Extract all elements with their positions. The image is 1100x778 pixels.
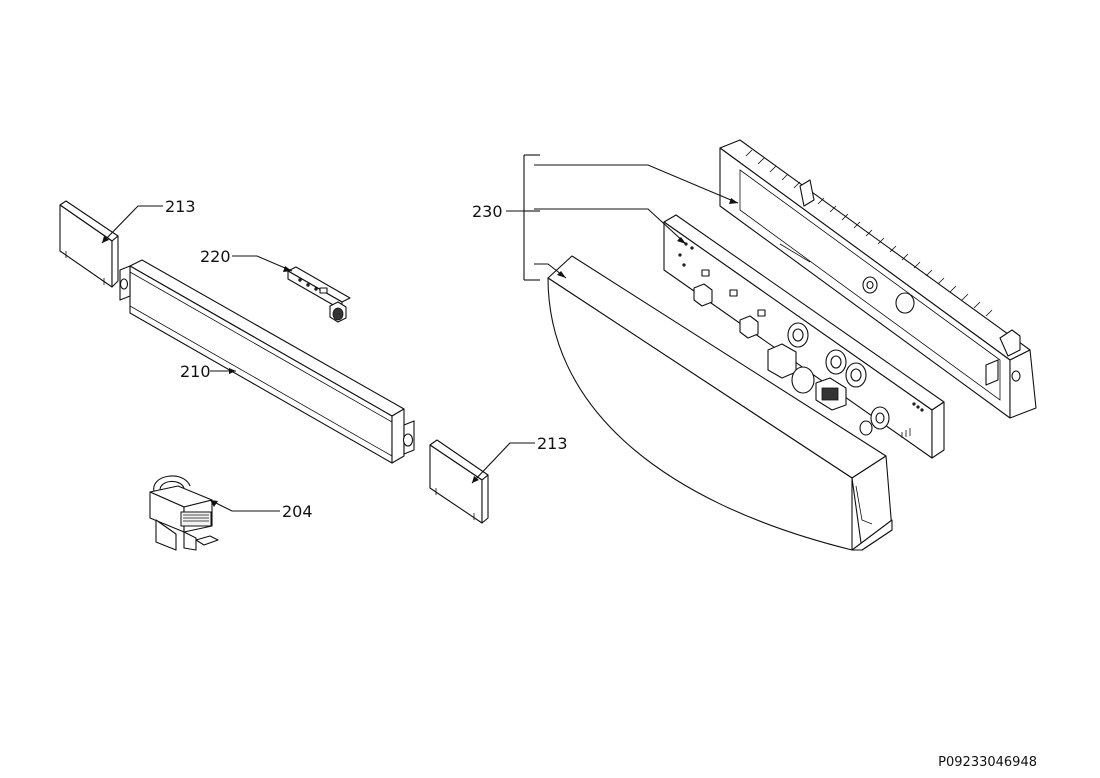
callout-220: 220 [200, 247, 231, 266]
control-panel-front-part-230 [547, 255, 893, 551]
end-cap-part-213-left [59, 200, 119, 288]
leader-line-230 [506, 154, 739, 281]
switch-part-204 [149, 475, 219, 551]
leader-line-220 [232, 255, 293, 272]
control-board-part-230 [663, 214, 945, 459]
callout-213-right: 213 [537, 434, 568, 453]
callout-230: 230 [472, 202, 503, 221]
document-id: P09233046948 [938, 755, 1037, 770]
rear-frame-part-230 [719, 139, 1037, 419]
leader-line-210 [210, 368, 236, 374]
front-profile-part-210 [119, 259, 415, 464]
end-cap-part-213-right [429, 439, 489, 524]
leader-line-213b [471, 442, 535, 484]
callout-213-left: 213 [165, 197, 196, 216]
sensor-board-part-220 [287, 266, 351, 323]
callout-204: 204 [282, 502, 313, 521]
leader-line-204 [209, 499, 280, 512]
callout-210: 210 [180, 362, 211, 381]
leader-line-213a [101, 205, 163, 244]
